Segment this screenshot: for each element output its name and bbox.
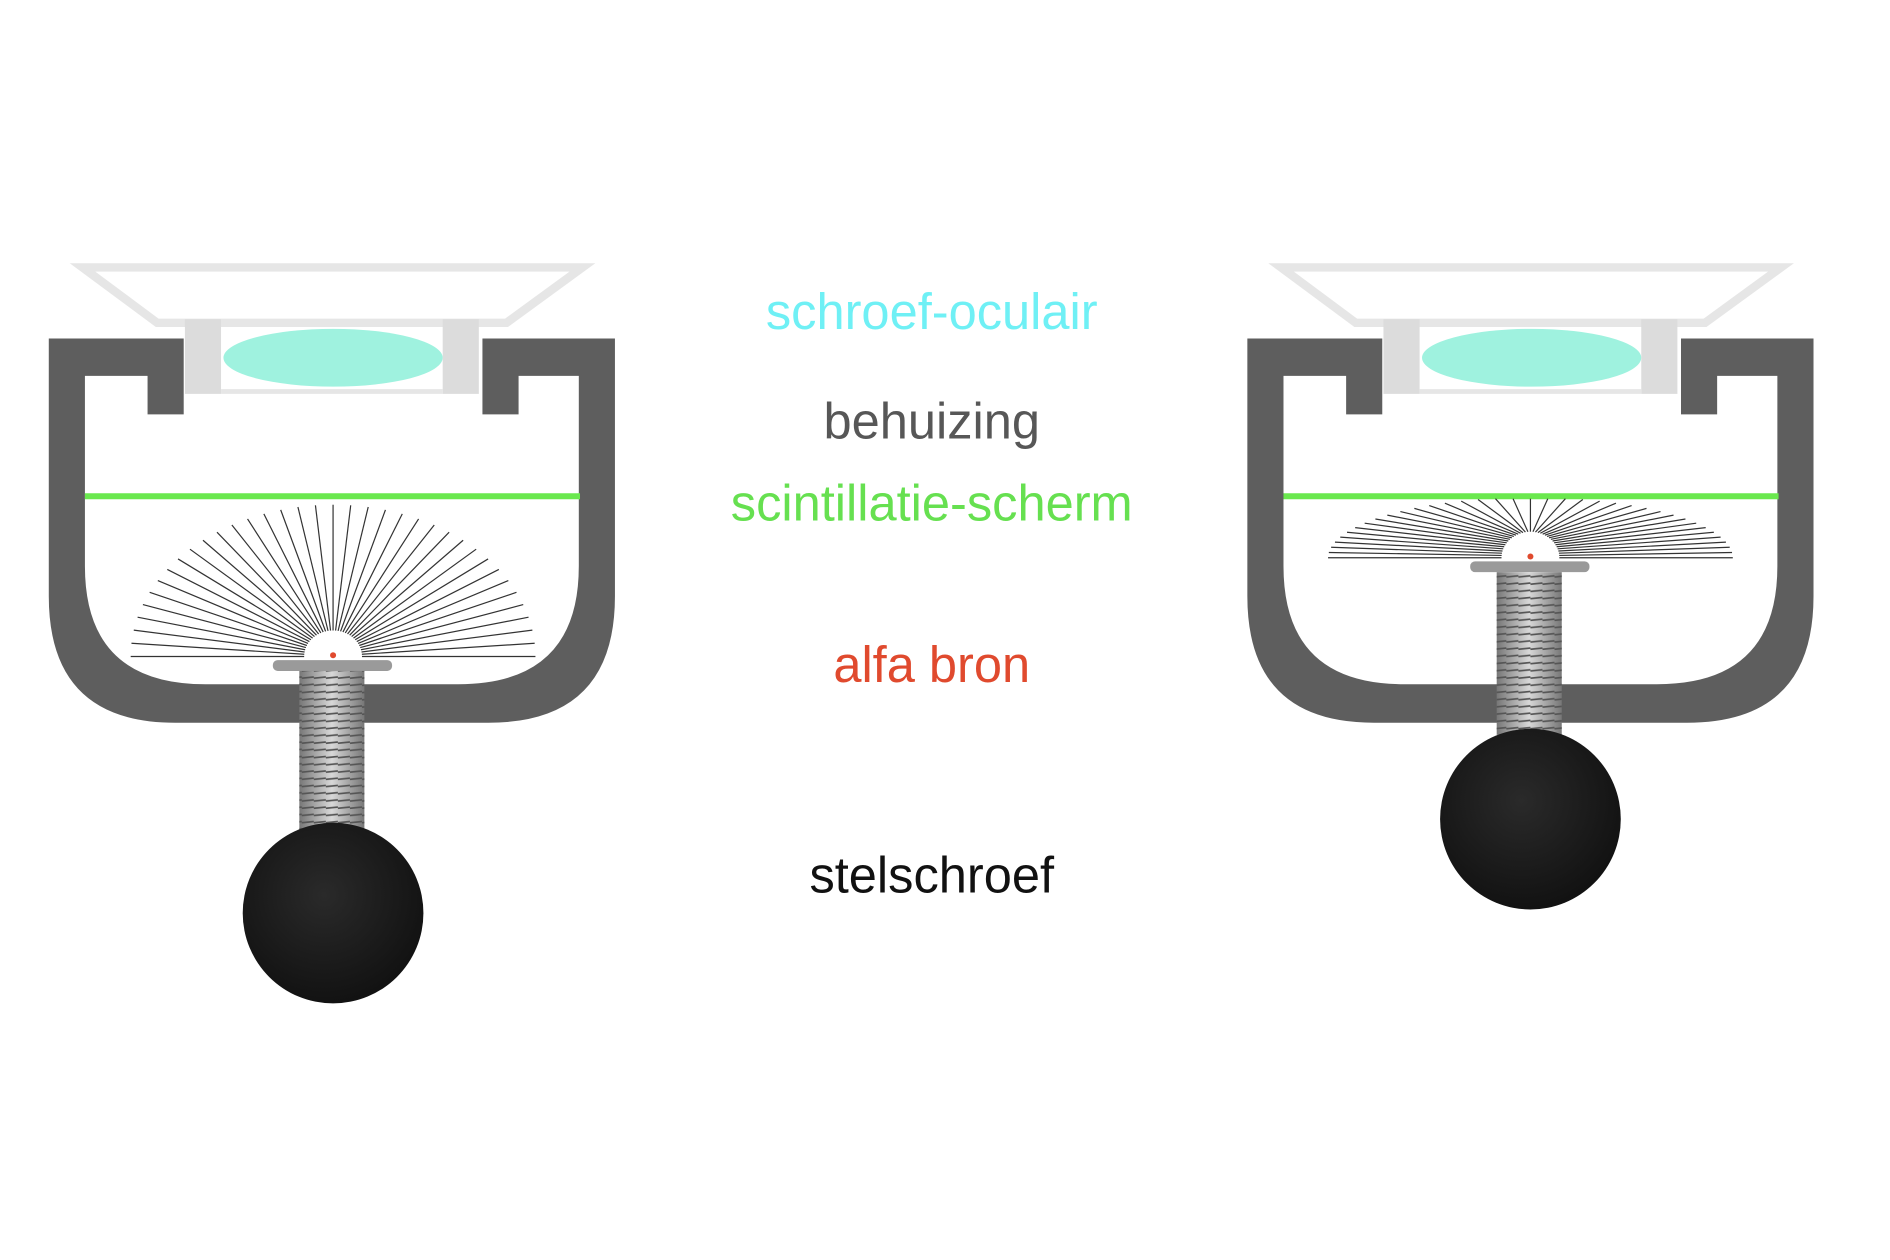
alpha-source-dot (1527, 553, 1534, 560)
alpha-ray (1554, 522, 1697, 544)
alpha-source-dot (330, 652, 337, 659)
alpha-ray (356, 568, 500, 643)
alpha-ray (167, 568, 310, 643)
alpha-ray (344, 518, 420, 634)
alpha-ray (189, 548, 313, 639)
alpha-ray (361, 642, 535, 655)
alpha-ray (1414, 507, 1515, 537)
alpha-ray (360, 604, 524, 649)
housing (48, 338, 615, 723)
alpha-ray (1535, 498, 1566, 533)
adjust-knob[interactable] (1440, 728, 1621, 910)
alpha-ray (1355, 527, 1506, 546)
housing (1247, 338, 1814, 723)
alpha-ray (263, 513, 324, 633)
lens-holder-right (442, 319, 479, 394)
label-screen: scintillatie-scherm (731, 474, 1133, 531)
alpha-ray (360, 616, 529, 651)
alpha-ray (337, 506, 369, 632)
alpha-ray (1540, 500, 1600, 534)
alpha-ray (1460, 500, 1521, 534)
housing-static (48, 263, 615, 723)
alpha-ray (1558, 546, 1730, 554)
alpha-ray (314, 505, 332, 631)
eyepiece-cone (69, 263, 596, 328)
alpha-ray (131, 642, 305, 655)
alpha-ray (347, 524, 435, 635)
alpha-ray (216, 531, 317, 636)
alpha-ray (1495, 498, 1526, 533)
label-housing: behuizing (823, 392, 1040, 449)
alpha-ray (351, 539, 464, 638)
adjust-knob[interactable] (242, 822, 424, 1004)
label-adjust-screw: stelschroef (809, 847, 1055, 904)
alpha-ray (280, 509, 327, 632)
alpha-ray (1387, 514, 1511, 540)
alpha-ray (353, 548, 477, 639)
alpha-ray (354, 558, 489, 641)
alpha-ray (247, 518, 322, 634)
alpha-ray (1542, 502, 1617, 535)
alpha-ray (137, 616, 306, 651)
alpha-ray (1331, 546, 1502, 554)
alpha-ray (202, 539, 315, 638)
alpha-ray (1556, 531, 1714, 548)
alpha-rays (130, 504, 536, 658)
alpha-ray (133, 629, 305, 653)
alpha-ray (1552, 518, 1686, 542)
alpha-ray (1400, 510, 1512, 539)
screw-thread (299, 670, 365, 832)
label-eyepiece: schroef-oculair (766, 283, 1098, 340)
lens-holder-left (184, 319, 222, 394)
alpha-ray (1375, 518, 1509, 542)
label-alpha-source: alfa bron (833, 636, 1030, 693)
eyepiece-lens (223, 328, 443, 387)
alpha-ray (1444, 502, 1519, 535)
lens-holder-left (1383, 319, 1420, 394)
alpha-ray (1544, 504, 1632, 536)
alpha-ray (1555, 527, 1706, 546)
alpha-ray (149, 591, 308, 647)
alpha-ray (339, 509, 387, 632)
alpha-ray (1346, 531, 1505, 548)
alpha-ray (142, 604, 307, 649)
alpha-ray (1429, 504, 1517, 536)
device-left (48, 263, 615, 1004)
alpha-ray (342, 513, 403, 633)
alpha-ray (1558, 541, 1726, 552)
alpha-ray (1328, 551, 1502, 557)
alpha-ray (334, 505, 352, 631)
alpha-ray (1537, 499, 1584, 534)
alpha-ray (361, 629, 533, 653)
alpha-ray (1546, 507, 1647, 537)
alpha-ray (1334, 541, 1503, 552)
alpha-ray (1548, 510, 1661, 539)
source-washer (1470, 561, 1590, 573)
device-right (1247, 263, 1814, 910)
alpha-ray (359, 591, 517, 647)
alpha-ray (349, 531, 450, 636)
source-washer (272, 660, 393, 671)
housing-static (1247, 263, 1814, 723)
alpha-ray (157, 580, 309, 645)
screw-thread (1496, 572, 1562, 735)
alpha-ray (1512, 498, 1529, 533)
alpha-ray (1557, 536, 1721, 550)
alpha-ray (297, 506, 329, 632)
alpha-rays (1328, 498, 1733, 559)
alpha-ray (357, 580, 509, 645)
alpha-ray (1477, 499, 1524, 534)
alpha-ray (231, 524, 320, 635)
alpha-ray (1340, 536, 1504, 550)
eyepiece-lens (1422, 328, 1642, 387)
alpha-ray (1532, 498, 1549, 533)
alpha-ray (1364, 522, 1507, 544)
alpha-ray (1559, 551, 1733, 557)
alpha-ray (1550, 514, 1674, 540)
alpha-ray (177, 558, 312, 641)
eyepiece-cone (1268, 263, 1794, 328)
lens-holder-right (1641, 319, 1678, 394)
